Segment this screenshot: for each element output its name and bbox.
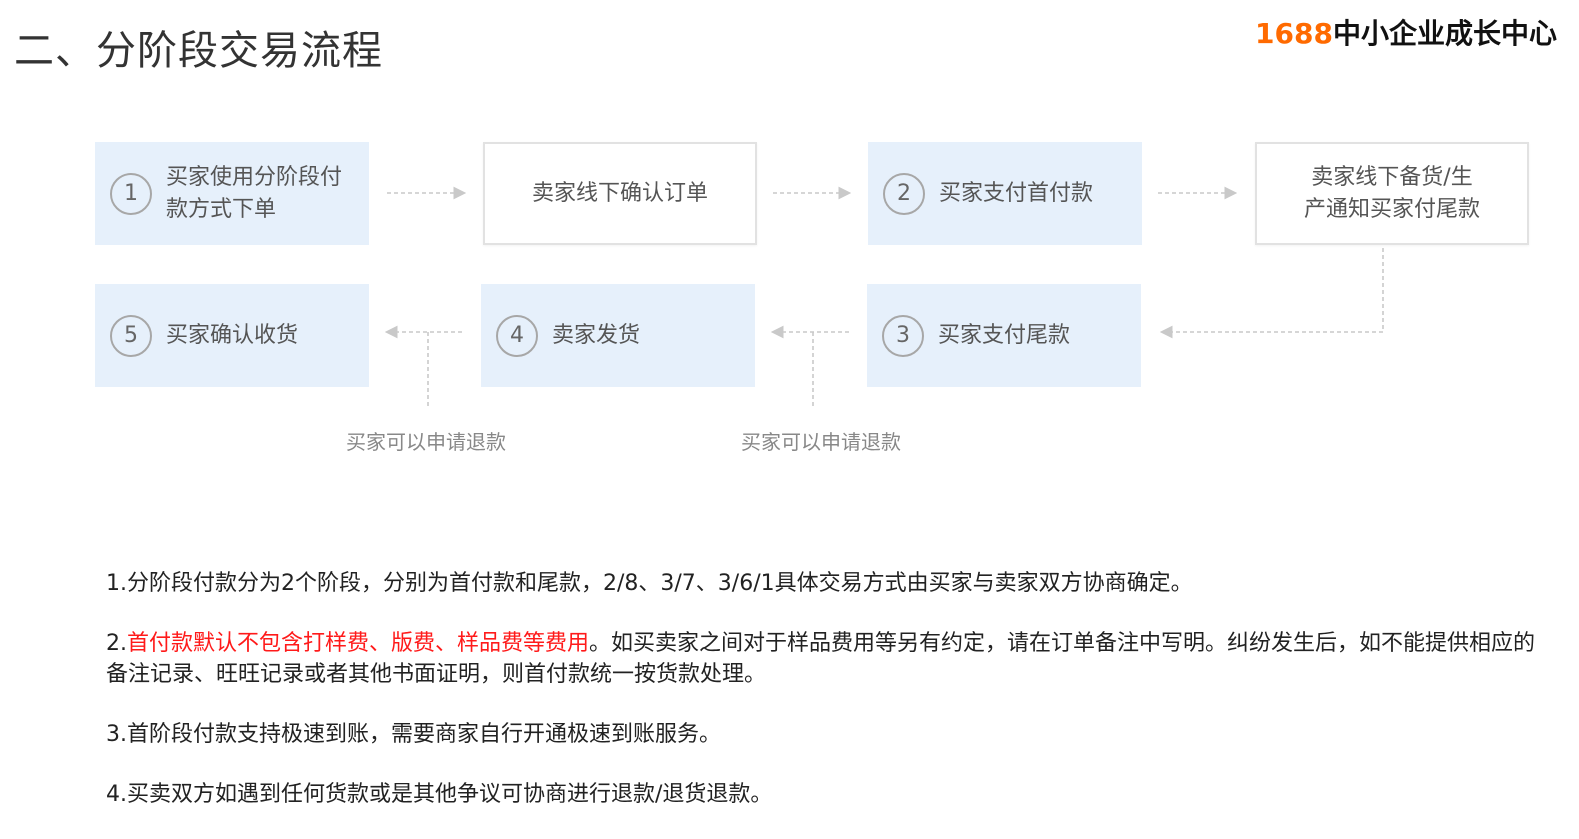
- step-5-number: 5: [110, 314, 152, 357]
- note-3: 3.首阶段付款支持极速到账，需要商家自行开通极速到账服务。: [106, 722, 721, 747]
- step-1-label: 买家使用分阶段付款方式下单: [166, 164, 343, 222]
- step-2-label: 买家支付首付款: [939, 180, 1094, 206]
- step-4-label: 卖家发货: [552, 322, 641, 348]
- step-5-box: 5 买家确认收货: [95, 284, 369, 387]
- seller-prepare-box: 卖家线下备货/生产通知买家付尾款: [1255, 142, 1529, 245]
- seller-prepare-label: 卖家线下备货/生产通知买家付尾款: [1303, 164, 1480, 222]
- refund-label-right: 买家可以申请退款: [741, 430, 901, 454]
- step-3-number: 3: [882, 314, 924, 357]
- step-2-box: 2 买家支付首付款: [868, 142, 1142, 245]
- step-5-label: 买家确认收货: [166, 322, 299, 348]
- note-1: 1.分阶段付款分为2个阶段，分别为首付款和尾款，2/8、3/7、3/6/1具体交…: [106, 571, 1193, 596]
- step-4-number: 4: [496, 314, 538, 357]
- step-4-box: 4 卖家发货: [481, 284, 755, 387]
- note-2-highlight: 首付款默认不包含打样费、版费、样品费等费用: [127, 631, 590, 656]
- brand-logo: 1688中小企业成长中心: [1255, 12, 1557, 52]
- notes-section: 1.分阶段付款分为2个阶段，分别为首付款和尾款，2/8、3/7、3/6/1具体交…: [106, 568, 1546, 839]
- arrow-prepare-to-3: [1159, 248, 1384, 339]
- note-4: 4.买卖双方如遇到任何货款或是其他争议可协商进行退款/退货退款。: [106, 782, 773, 807]
- step-1-box: 1 买家使用分阶段付款方式下单: [95, 142, 369, 245]
- step-3-box: 3 买家支付尾款: [867, 284, 1141, 387]
- page-title: 二、分阶段交易流程: [14, 28, 383, 74]
- seller-confirm-box: 卖家线下确认订单: [483, 142, 757, 245]
- brand-text: 中小企业成长中心: [1332, 17, 1557, 50]
- seller-confirm-label: 卖家线下确认订单: [531, 180, 708, 206]
- refund-label-left: 买家可以申请退款: [346, 430, 506, 454]
- step-1-number: 1: [110, 172, 152, 215]
- note-2-prefix: 2.: [106, 631, 127, 656]
- note-2-rest: 。如买卖家之间对于样品费用等另有约定，请在订单备注中写明。纠纷发生后，如不能提供…: [106, 631, 1536, 687]
- brand-number: 1688: [1255, 17, 1333, 50]
- step-2-number: 2: [883, 172, 925, 215]
- step-3-label: 买家支付尾款: [938, 322, 1071, 348]
- flow-connectors: [384, 186, 1384, 408]
- note-2: 2.首付款默认不包含打样费、版费、样品费等费用。如买卖家之间对于样品费用等另有约…: [106, 628, 1546, 690]
